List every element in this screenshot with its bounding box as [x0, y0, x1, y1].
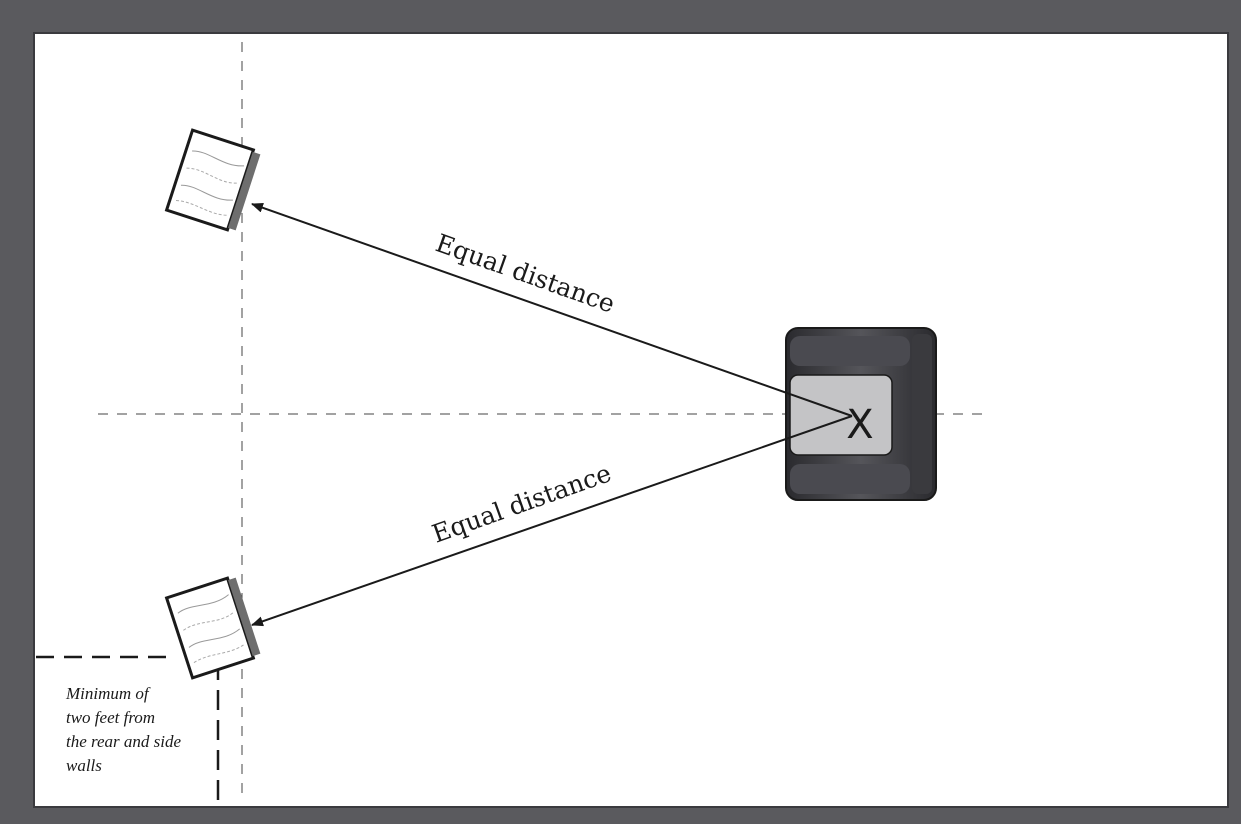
- clearance-note: Minimum of two feet from the rear and si…: [65, 684, 185, 775]
- clearance-note-line: walls: [66, 756, 102, 775]
- chair-seat: [789, 374, 893, 456]
- top-distance-arrow: [251, 202, 853, 417]
- bottom-speaker: [164, 576, 261, 680]
- top-speaker: [164, 128, 261, 232]
- clearance-note-line: Minimum of: [65, 684, 151, 703]
- clearance-note-line: two feet from: [66, 708, 155, 727]
- listener-mark: X: [846, 402, 873, 448]
- bottom-distance-arrow: [251, 415, 853, 627]
- clearance-note-line: the rear and side: [66, 732, 182, 751]
- listener-chair: X: [785, 327, 937, 501]
